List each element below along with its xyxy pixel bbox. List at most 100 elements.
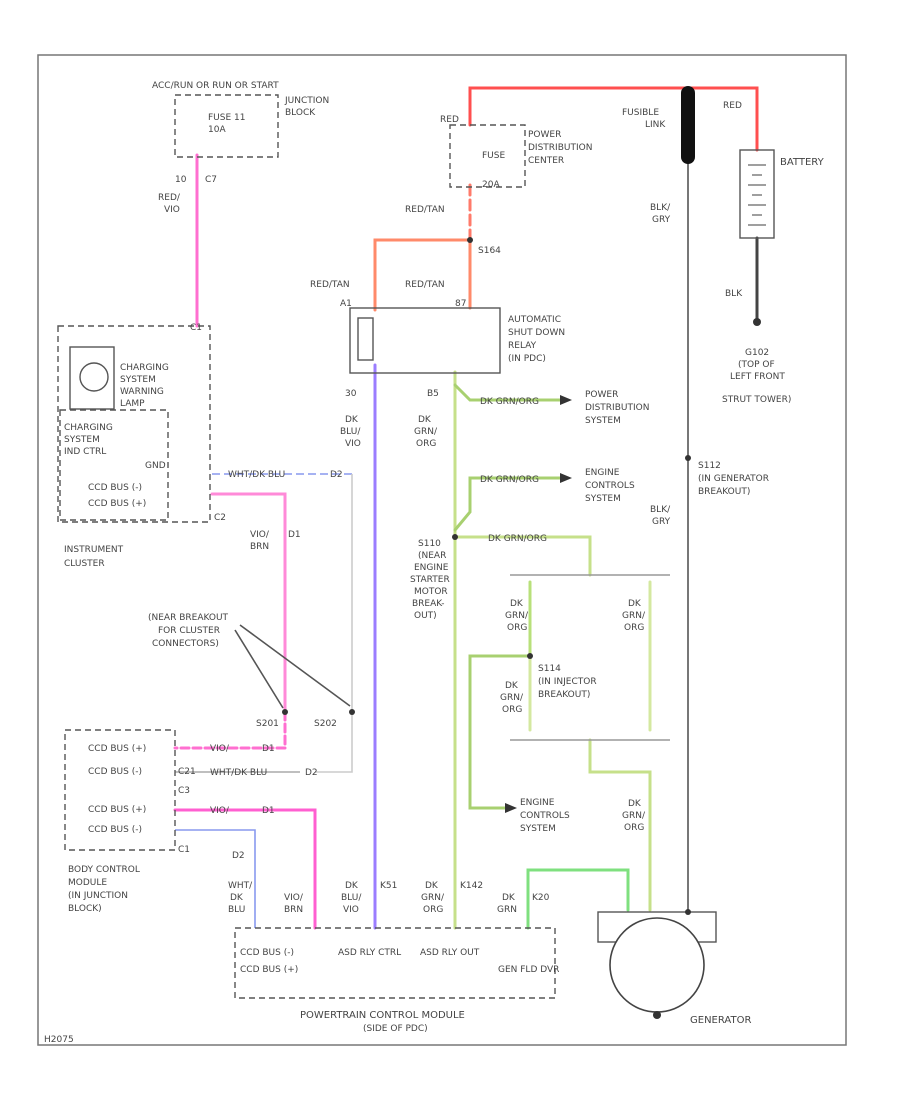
breakout-label-1: (NEAR BREAKOUT xyxy=(148,613,229,623)
splice-s110 xyxy=(452,534,458,540)
s201-label: S201 xyxy=(256,719,279,729)
asd-label-1: AUTOMATIC xyxy=(508,315,561,325)
fuse-block-label-3: BLOCK xyxy=(285,108,316,118)
arrow-eng2 xyxy=(505,803,517,813)
chg-lamp-label-1: CHARGING xyxy=(120,363,169,373)
battery-box xyxy=(739,149,775,239)
chg-ind-label-3: IND CTRL xyxy=(64,447,106,457)
wht-dkblu-pcm-3: BLU xyxy=(228,905,245,915)
pdc-sys-label-2: DISTRIBUTION xyxy=(585,403,649,413)
wht-dkblu-pcm-2: DK xyxy=(230,893,244,903)
pcm-ccd-pos: CCD BUS (+) xyxy=(240,965,298,975)
pin-c7: C7 xyxy=(205,175,217,185)
fuse-block-label-2: JUNCTION xyxy=(284,96,329,106)
gnd-label: GND xyxy=(145,461,166,471)
pin-c2: C2 xyxy=(214,513,226,523)
fuse11-amp: 10A xyxy=(208,125,226,135)
s114-label-2: (IN INJECTOR xyxy=(538,677,597,687)
vio-brn-bcm2-tag: VIO/ xyxy=(210,806,230,816)
dkblu-pcm-3: VIO xyxy=(343,905,359,915)
dkgrn-mid-1: DK xyxy=(505,681,519,691)
lamp-housing xyxy=(69,346,115,410)
dkgrn-right-1: DK xyxy=(628,599,642,609)
dkgrn-mid-2: GRN/ xyxy=(500,693,524,703)
vio-brn-pcm-1: VIO/ xyxy=(284,893,304,903)
dkgrn-right-3: ORG xyxy=(624,623,644,633)
fuse-block-box xyxy=(174,94,279,158)
d1-label: D1 xyxy=(288,530,301,540)
eng1-label-3: SYSTEM xyxy=(585,494,621,504)
pcm-asd-out: ASD RLY OUT xyxy=(420,948,480,958)
splice-s164 xyxy=(467,237,473,243)
dkgrn-org-label-1: DK xyxy=(418,415,432,425)
s110-label-5: MOTOR xyxy=(414,587,448,597)
chg-lamp-label-3: WARNING xyxy=(120,387,164,397)
eng2-label-3: SYSTEM xyxy=(520,824,556,834)
pcm-ccd-neg: CCD BUS (-) xyxy=(240,948,294,958)
wire-dkgrn-pdc xyxy=(453,383,562,402)
splice-s114 xyxy=(527,653,533,659)
vio-brn-label-1: VIO/ xyxy=(250,530,270,540)
dkgrn-gen-2: GRN/ xyxy=(622,811,646,821)
wire-vio-brn-bcm2 xyxy=(173,808,317,930)
splice-s201 xyxy=(282,709,288,715)
wht-dkblu-bcm-tag: WHT/DK BLU xyxy=(210,768,267,778)
battery-cells xyxy=(748,164,766,226)
s114-label-1: S114 xyxy=(538,664,561,674)
breakout-label-3: CONNECTORS) xyxy=(152,639,219,649)
dkgrn2-pcm-2: GRN xyxy=(497,905,517,915)
wht-dkblu-label: WHT/DK BLU xyxy=(228,470,285,480)
vio-brn-pcm-2: BRN xyxy=(284,905,303,915)
lamp-circle xyxy=(79,362,109,392)
dkblu-pcm-2: BLU/ xyxy=(341,893,362,903)
bcm-label-4: BLOCK) xyxy=(68,904,102,914)
pdc-label-1: POWER xyxy=(528,130,561,140)
splice-s112 xyxy=(685,455,691,461)
diagram-frame xyxy=(37,54,847,1046)
s112-label-2: (IN GENERATOR xyxy=(698,474,769,484)
ground-g102 xyxy=(753,318,761,326)
pdc-fuse-label: FUSE xyxy=(482,151,505,161)
red-tan-label-1: RED/TAN xyxy=(405,205,445,215)
dkgrn-tag-1: DK GRN/ORG xyxy=(480,397,539,407)
pin-b5: B5 xyxy=(427,389,439,399)
relay-box xyxy=(349,307,501,374)
bcm-ccd-neg-label: CCD BUS (-) xyxy=(88,767,142,777)
k20-label: K20 xyxy=(532,893,550,903)
wire-red-vio-label: RED/ xyxy=(158,193,181,203)
wire-dkgrn-splice xyxy=(453,535,592,577)
fuse11-label: FUSE 11 xyxy=(208,113,245,123)
red-top-label: RED xyxy=(723,101,742,111)
dkgrn-left-3: ORG xyxy=(507,623,527,633)
red-tan-label-3: RED/TAN xyxy=(405,280,445,290)
wire-red-vio-label-2: VIO xyxy=(164,205,180,215)
wire-dkgrn-k20 xyxy=(526,868,630,930)
dkgrn-left-1: DK xyxy=(510,599,524,609)
wire-wht-dkblu-bcm2 xyxy=(175,829,256,928)
fusible-link xyxy=(681,86,695,164)
asd-label-2: SHUT DOWN xyxy=(508,328,565,338)
dkgrn-left-2: GRN/ xyxy=(505,611,529,621)
pdc-amp-label: 20A xyxy=(482,180,500,190)
pdc-sys-label-1: POWER xyxy=(585,390,618,400)
dkgrn-pcm-1: DK xyxy=(425,881,439,891)
asd-label-3: RELAY xyxy=(508,341,537,351)
pcm-asd-ctrl: ASD RLY CTRL xyxy=(338,948,401,958)
dkgrn-gen-1: DK xyxy=(628,799,642,809)
pdc-box xyxy=(449,124,526,188)
ccd-pos-label: CCD BUS (+) xyxy=(88,499,146,509)
arrow-eng1 xyxy=(560,473,572,483)
d2-top-label: D2 xyxy=(330,470,343,480)
chg-ind-label-2: SYSTEM xyxy=(64,435,100,445)
s112-label-3: BREAKOUT) xyxy=(698,487,750,497)
pcm-label-1: POWERTRAIN CONTROL MODULE xyxy=(300,1010,465,1021)
chg-ind-label-1: CHARGING xyxy=(64,423,113,433)
gen-ground xyxy=(653,1011,661,1019)
pin-a1: A1 xyxy=(340,299,352,309)
pdc-label-2: DISTRIBUTION xyxy=(528,143,592,153)
bcm-label-3: (IN JUNCTION xyxy=(68,891,128,901)
blk-gry-label-3: BLK/ xyxy=(650,505,671,515)
eng1-label-2: CONTROLS xyxy=(585,481,635,491)
bcm-ccd-pos2-label: CCD BUS (+) xyxy=(88,805,146,815)
